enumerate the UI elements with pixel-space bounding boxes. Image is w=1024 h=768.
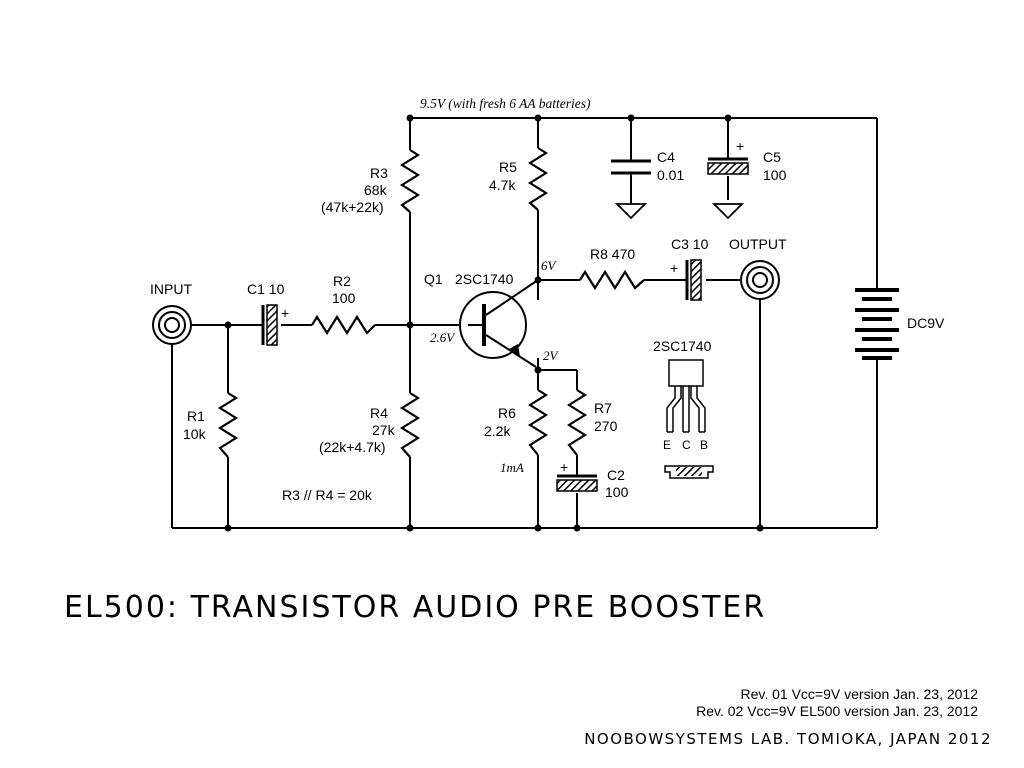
r3-resistor (399, 149, 421, 213)
collector-voltage: 6V (541, 258, 558, 273)
c1-plus-sign: + (281, 305, 289, 321)
transistor-pinout-diagram (664, 359, 714, 479)
pin-b-label: B (700, 438, 708, 452)
r4-detail: (22k+4.7k) (319, 439, 386, 455)
footer-credit: NOOBOWSYSTEMS LAB. TOMIOKA, JAPAN 2012 (584, 730, 992, 748)
r1-ref: R1 (187, 408, 205, 424)
c2-capacitor (556, 474, 598, 492)
ground-symbol-c4 (614, 203, 648, 220)
wires (171, 117, 878, 529)
emitter-current: 1mA (500, 460, 524, 475)
base-voltage: 2.6V (430, 330, 456, 345)
c2-plus-sign: + (560, 459, 568, 475)
c5-ref: C5 (763, 149, 781, 165)
r6-value: 2.2k (484, 423, 511, 439)
supply-voltage-label: 9.5V (with fresh 6 AA batteries) (420, 96, 591, 111)
revision-line: Rev. 01 Vcc=9V version Jan. 23, 2012 (740, 686, 979, 702)
junction-dots (224, 114, 764, 532)
r1-value: 10k (183, 426, 207, 442)
r5-resistor (527, 147, 549, 211)
pin-e-label: E (663, 438, 671, 452)
r7-resistor (566, 389, 588, 456)
r4-ref: R4 (370, 405, 388, 421)
output-label: OUTPUT (729, 236, 787, 252)
q1-ref: Q1 (424, 271, 443, 287)
r4-resistor (399, 392, 421, 458)
q1-transistor (459, 279, 539, 368)
c5-value: 100 (763, 167, 787, 183)
pin-c-label: C (682, 438, 691, 452)
input-label: INPUT (150, 281, 192, 297)
r5-ref: R5 (499, 159, 517, 175)
r7-ref: R7 (594, 400, 612, 416)
page-title: EL500: TRANSISTOR AUDIO PRE BOOSTER (64, 590, 767, 625)
r1-resistor (217, 392, 239, 458)
revision-line: Rev. 02 Vcc=9V EL500 version Jan. 23, 20… (696, 703, 978, 719)
c5-plus-sign: + (736, 138, 744, 154)
output-jack (740, 260, 780, 300)
c1-capacitor (261, 304, 278, 346)
input-jack (152, 305, 192, 345)
ground-symbol-c5 (711, 203, 745, 220)
r8-label: R8 470 (590, 246, 635, 262)
r2-value: 100 (332, 290, 356, 306)
r8-resistor (579, 269, 645, 291)
c3-capacitor (685, 259, 702, 301)
r3-value: 68k (364, 182, 388, 198)
battery-label: DC9V (907, 315, 945, 331)
r3-detail: (47k+22k) (321, 199, 384, 215)
r2-ref: R2 (333, 273, 351, 289)
battery-symbol (855, 288, 899, 360)
c3-label: C3 10 (671, 236, 709, 252)
c5-capacitor (707, 157, 749, 175)
q1-part: 2SC1740 (455, 271, 514, 287)
emitter-voltage: 2V (543, 348, 560, 363)
divider-note: R3 // R4 = 20k (282, 487, 373, 503)
c3-plus-sign: + (670, 260, 678, 276)
r7-value: 270 (594, 418, 618, 434)
revision-notes: Rev. 01 Vcc=9V version Jan. 23, 2012 Rev… (696, 686, 978, 720)
pinout-title: 2SC1740 (653, 338, 712, 354)
r2-resistor (311, 314, 376, 336)
r6-ref: R6 (498, 405, 516, 421)
r4-value: 27k (372, 422, 396, 438)
r5-value: 4.7k (489, 177, 516, 193)
c2-ref: C2 (607, 467, 625, 483)
r6-resistor (527, 389, 549, 456)
c4-ref: C4 (657, 149, 675, 165)
c4-capacitor (611, 159, 651, 175)
r3-ref: R3 (370, 165, 388, 181)
c4-value: 0.01 (657, 167, 684, 183)
c1-label: C1 10 (247, 281, 285, 297)
c2-value: 100 (605, 484, 629, 500)
